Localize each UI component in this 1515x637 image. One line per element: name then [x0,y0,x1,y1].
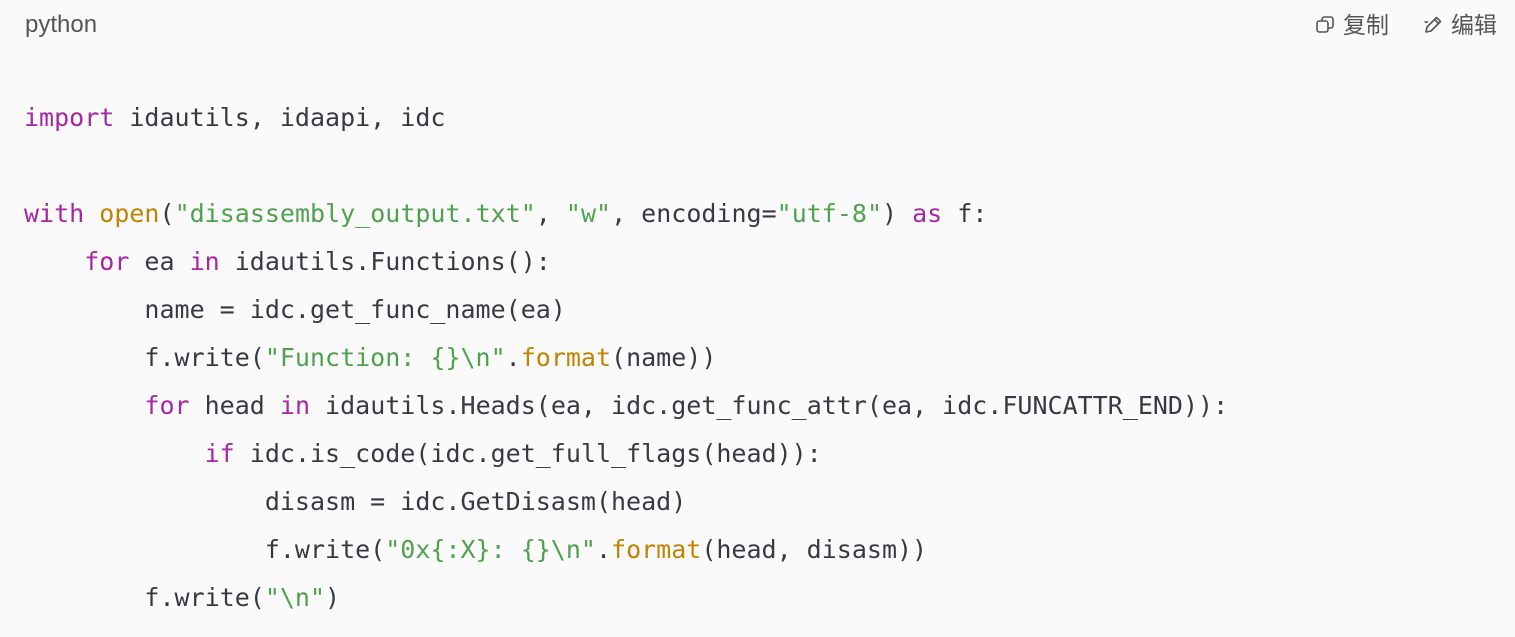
code-token: (name)) [611,343,717,372]
code-line: disasm = idc.GetDisasm(head) [24,478,1228,526]
code-line: for ea in idautils.Functions(): [24,238,1228,286]
code-actions: 复制 编辑 [1315,10,1497,40]
code-line: with open("disassembly_output.txt", "w",… [24,190,1228,238]
code-token: ) [325,583,341,612]
edit-label: 编辑 [1451,12,1497,38]
code-token: "0x{:X}: {}\n" [385,535,596,564]
code-line: f.write("0x{:X}: {}\n".format(head, disa… [24,526,1228,574]
code-line: f.write("Function: {}\n".format(name)) [24,334,1228,382]
copy-label: 复制 [1343,12,1389,38]
code-line: name = idc.get_func_name(ea) [24,286,1228,334]
code-line: f.write("\n") [24,574,1228,622]
code-token: "\n" [264,583,326,612]
code-token: ea [129,247,190,276]
code-token: for [84,247,130,276]
code-token: with [24,199,85,228]
code-token: idc.is_code(idc.get_full_flags(head)): [234,439,822,468]
code-token: in [189,247,220,276]
code-token: disasm = idc.GetDisasm(head) [24,487,687,516]
code-token [24,439,205,468]
code-block-header: python 复制 编辑 [0,0,1515,52]
code-token: (head, disasm)) [701,535,928,564]
code-token: f.write( [24,583,265,612]
code-token: "utf-8" [776,199,882,228]
code-token: , [535,199,566,228]
code-token: . [595,535,612,564]
code-token: as [912,199,943,228]
code-token: f.write( [24,535,386,564]
code-line: if idc.is_code(idc.get_full_flags(head))… [24,430,1228,478]
code-token: open [99,199,160,228]
code-token: f: [942,199,988,228]
pencil-icon [1423,15,1443,35]
code-content[interactable]: import idautils, idaapi, idc with open("d… [24,94,1228,622]
copy-button[interactable]: 复制 [1315,10,1389,40]
code-line: import idautils, idaapi, idc [24,94,1228,142]
code-token: if [204,439,235,468]
code-token: ) [882,199,913,228]
code-token: ( [159,199,175,228]
code-token: name = idc.get_func_name(ea) [24,295,566,324]
code-token: format [520,343,612,372]
code-line: for head in idautils.Heads(ea, idc.get_f… [24,382,1228,430]
code-token: idautils.Heads(ea, idc.get_func_attr(ea,… [310,391,1229,420]
code-token: , encoding= [611,199,777,228]
copy-icon [1315,15,1335,35]
code-token: . [505,343,521,372]
language-label: python [25,11,98,38]
code-line [24,142,1228,190]
code-token [24,391,144,420]
code-token: in [279,391,310,420]
code-token: head [189,391,280,420]
code-token: "w" [565,199,612,228]
code-token [24,247,84,276]
edit-button[interactable]: 编辑 [1423,10,1497,40]
code-token: idautils, idaapi, idc [114,103,446,132]
code-token: "Function: {}\n" [264,343,506,372]
code-token: f.write( [24,343,265,372]
code-token: import [24,103,115,132]
code-token: idautils.Functions(): [219,247,551,276]
code-token [84,199,99,228]
code-token: for [144,391,190,420]
code-token: format [611,535,702,564]
code-token: "disassembly_output.txt" [174,199,536,228]
